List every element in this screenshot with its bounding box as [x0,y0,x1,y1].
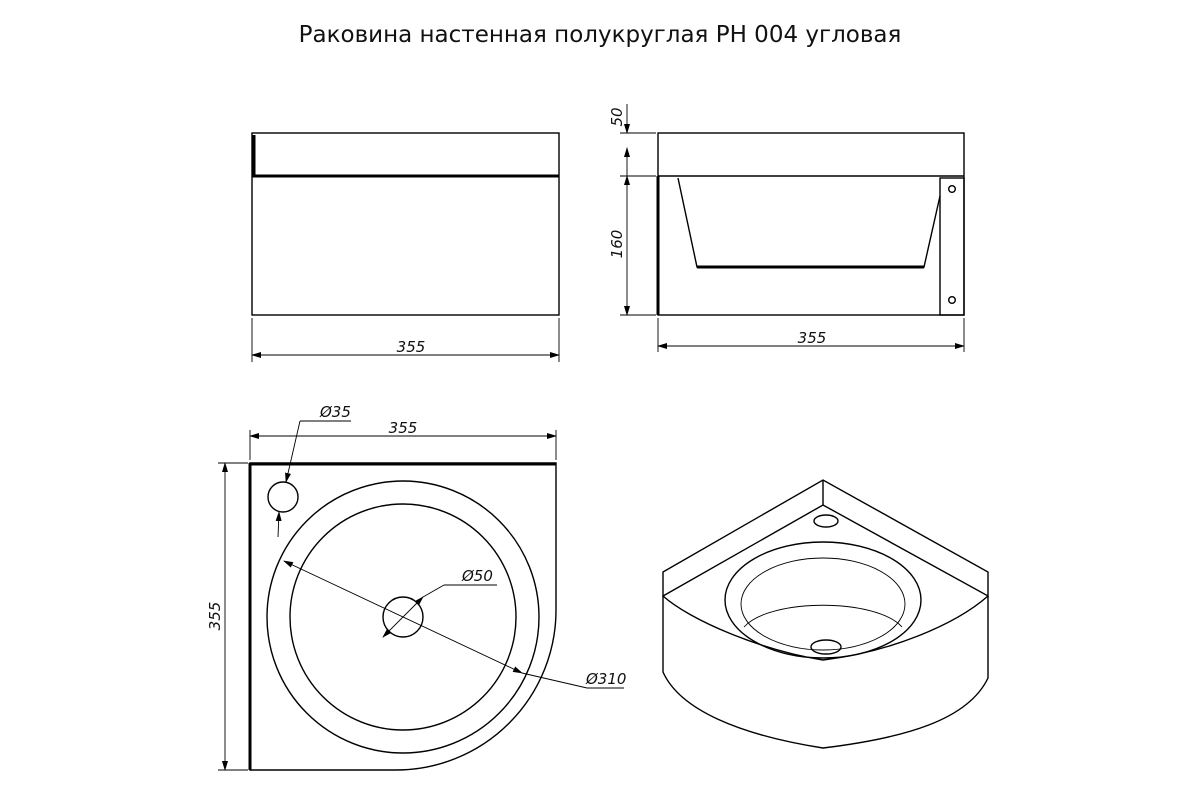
side-bowl-profile [677,177,941,268]
tap-hole-icon [267,481,299,513]
iso-body [662,596,989,749]
side-outline [657,132,965,316]
iso-top-rim [662,479,989,598]
iso-drain-icon [810,639,842,655]
side-width-label: 355 [798,329,827,347]
iso-tap-hole-icon [813,514,839,528]
side-mount-plate [939,177,965,316]
front-outline [251,132,560,316]
side-top-height-label: 50 [608,107,626,126]
tap-hole-label: Ø35 [319,403,351,421]
mount-hole-icon [948,184,957,193]
bowl-diameter-label: Ø310 [585,670,626,688]
side-view: 50 160 355 [608,104,965,352]
iso-bowl-inner [740,557,906,651]
drain-label: Ø50 [461,567,493,585]
front-view: 355 [251,132,560,362]
bowl-rim [266,480,540,754]
drawing-title: Раковина настенная полукруглая PH 004 уг… [298,22,902,48]
mount-hole-icon [948,296,957,305]
iso-bowl-rim [724,541,922,659]
side-body-height-label: 160 [608,230,626,259]
top-outline [249,462,557,771]
top-height-label: 355 [206,602,224,631]
top-view: 355 355 Ø35 Ø50 Ø310 [206,403,626,771]
front-width-label: 355 [397,338,426,356]
isometric-view [662,479,989,749]
top-width-label: 355 [389,419,418,437]
